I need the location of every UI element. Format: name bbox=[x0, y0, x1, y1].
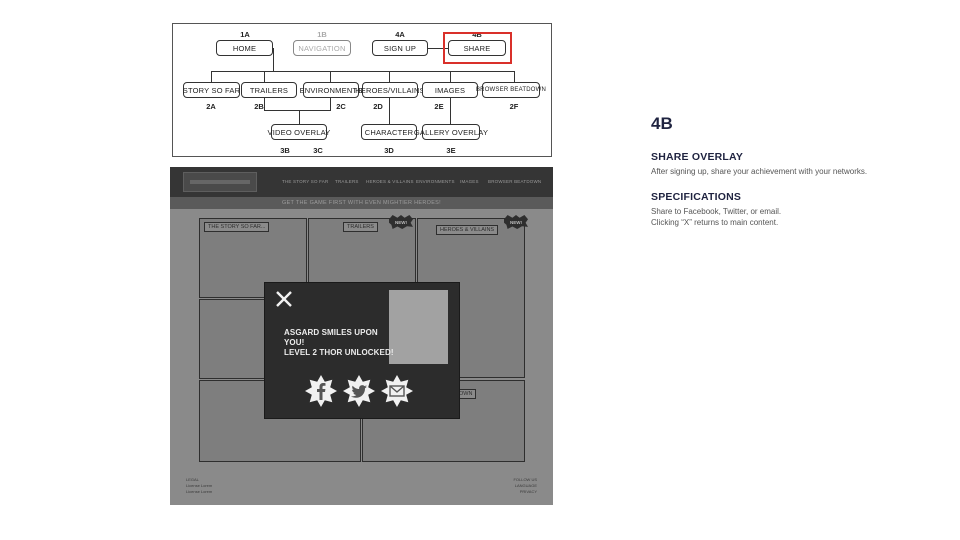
connector bbox=[264, 110, 331, 111]
message-line: LEVEL 2 THOR UNLOCKED! bbox=[284, 348, 394, 357]
site-logo bbox=[183, 172, 257, 192]
nav-trailers[interactable]: TRAILERS bbox=[335, 179, 359, 184]
page-mockup: THE STORY SO FAR TRAILERS HEROES & VILLA… bbox=[170, 167, 553, 505]
spec-panel: 4B SHARE OVERLAY After signing up, share… bbox=[651, 114, 951, 242]
node-story-so-far: STORY SO FAR bbox=[183, 82, 240, 98]
footer-item[interactable]: FOLLOW US bbox=[513, 477, 537, 482]
code-video-overlay-b: 3C bbox=[313, 146, 323, 155]
footer-item[interactable]: LANGUAGE bbox=[514, 483, 537, 488]
section-description: Share to Facebook, Twitter, or email. Cl… bbox=[651, 206, 951, 228]
message-line: ASGARD SMILES UPON YOU! bbox=[284, 328, 378, 347]
share-overlay: ASGARD SMILES UPON YOU! LEVEL 2 THOR UNL… bbox=[264, 282, 460, 419]
connector bbox=[389, 71, 390, 82]
code-story-so-far: 2A bbox=[206, 102, 216, 111]
footer-item[interactable]: PRIVACY bbox=[519, 489, 537, 494]
code-environments: 2C bbox=[336, 102, 346, 111]
connector bbox=[428, 48, 448, 49]
connector bbox=[389, 98, 390, 124]
section-heading: SPECIFICATIONS bbox=[651, 191, 742, 203]
code-images: 2E bbox=[434, 102, 444, 111]
code-browser-beatdown: 2F bbox=[509, 102, 519, 111]
section-heading: SHARE OVERLAY bbox=[651, 151, 744, 163]
connector bbox=[264, 71, 265, 82]
facebook-icon[interactable] bbox=[305, 375, 337, 407]
node-home: HOME bbox=[216, 40, 273, 56]
connector bbox=[330, 98, 331, 110]
node-environments: ENVIRONMENTS bbox=[300, 82, 362, 98]
connector bbox=[299, 110, 300, 124]
code-signup: 4A bbox=[395, 30, 405, 39]
connector bbox=[514, 71, 515, 82]
connector bbox=[330, 71, 331, 82]
footer-legal: LEGAL License Lorem License Lorem bbox=[186, 477, 212, 495]
code-video-overlay-a: 3B bbox=[280, 146, 290, 155]
nav-browser-beatdown[interactable]: BROWSER BEATDOWN bbox=[488, 179, 542, 184]
tile-label: THE STORY SO FAR... bbox=[204, 222, 270, 232]
tile-story-so-far[interactable]: THE STORY SO FAR... bbox=[199, 218, 307, 298]
code-heroes-villains: 2D bbox=[373, 102, 383, 111]
code-gallery-overlay: 3E bbox=[446, 146, 456, 155]
hero-image-placeholder bbox=[389, 290, 448, 364]
node-video-overlay: VIDEO OVERLAY bbox=[268, 124, 330, 140]
node-share: SHARE bbox=[448, 40, 506, 56]
footer-links: FOLLOW US LANGUAGE PRIVACY bbox=[513, 477, 537, 495]
nav-environments[interactable]: ENVIRONMENTS bbox=[416, 179, 455, 184]
nav-story-so-far[interactable]: THE STORY SO FAR bbox=[282, 179, 329, 184]
code-navigation: 1B bbox=[317, 30, 327, 39]
node-navigation: NAVIGATION bbox=[293, 40, 351, 56]
close-icon[interactable] bbox=[275, 290, 293, 308]
section-description: After signing up, share your achievement… bbox=[651, 167, 868, 176]
node-gallery-overlay: GALLERY OVERLAY bbox=[414, 124, 488, 140]
code-share: 4B bbox=[472, 30, 482, 39]
node-heroes-villains: HEROES/VILLAINS bbox=[355, 82, 425, 98]
tile-browser-beatdown[interactable]: DOWN bbox=[362, 380, 525, 462]
code-home: 1A bbox=[240, 30, 250, 39]
connector bbox=[211, 71, 514, 72]
node-signup: SIGN UP bbox=[372, 40, 428, 56]
connector bbox=[273, 48, 274, 72]
sitemap-diagram: 1A HOME 1B NAVIGATION 4A SIGN UP 4B SHAR… bbox=[172, 23, 552, 157]
email-icon[interactable] bbox=[381, 375, 413, 407]
connector bbox=[211, 71, 212, 82]
footer-item[interactable]: License Lorem bbox=[186, 483, 213, 488]
achievement-message: ASGARD SMILES UPON YOU! LEVEL 2 THOR UNL… bbox=[284, 328, 394, 358]
connector bbox=[450, 98, 451, 124]
twitter-icon[interactable] bbox=[343, 375, 375, 407]
spec-line: Share to Facebook, Twitter, or email. bbox=[651, 207, 782, 216]
code-trailers: 2B bbox=[254, 102, 264, 111]
new-badge: NEW! bbox=[504, 215, 528, 229]
footer-item[interactable]: License Lorem bbox=[186, 489, 213, 494]
promo-banner[interactable]: GET THE GAME FIRST WITH EVEN MIGHTIER HE… bbox=[170, 197, 553, 209]
tile-label: HEROES & VILLAINS bbox=[436, 225, 499, 235]
node-trailers: TRAILERS bbox=[241, 82, 297, 98]
connector bbox=[450, 71, 451, 82]
new-badge: NEW! bbox=[389, 215, 413, 229]
node-character: CHARACTER bbox=[361, 124, 417, 140]
code-character: 3D bbox=[384, 146, 394, 155]
screen-id: 4B bbox=[651, 114, 673, 133]
highlight-box bbox=[443, 32, 512, 64]
node-images: IMAGES bbox=[422, 82, 478, 98]
node-browser-beatdown: BROWSER BEATDOWN bbox=[476, 82, 546, 98]
footer-item[interactable]: LEGAL bbox=[186, 477, 199, 482]
tile-label: TRAILERS bbox=[343, 222, 378, 232]
connector bbox=[264, 98, 265, 110]
site-header: THE STORY SO FAR TRAILERS HEROES & VILLA… bbox=[170, 167, 553, 197]
nav-heroes-villains[interactable]: HEROES & VILLAINS bbox=[366, 179, 414, 184]
nav-images[interactable]: IMAGES bbox=[460, 179, 479, 184]
spec-line: Clicking “X” returns to main content. bbox=[651, 218, 779, 227]
